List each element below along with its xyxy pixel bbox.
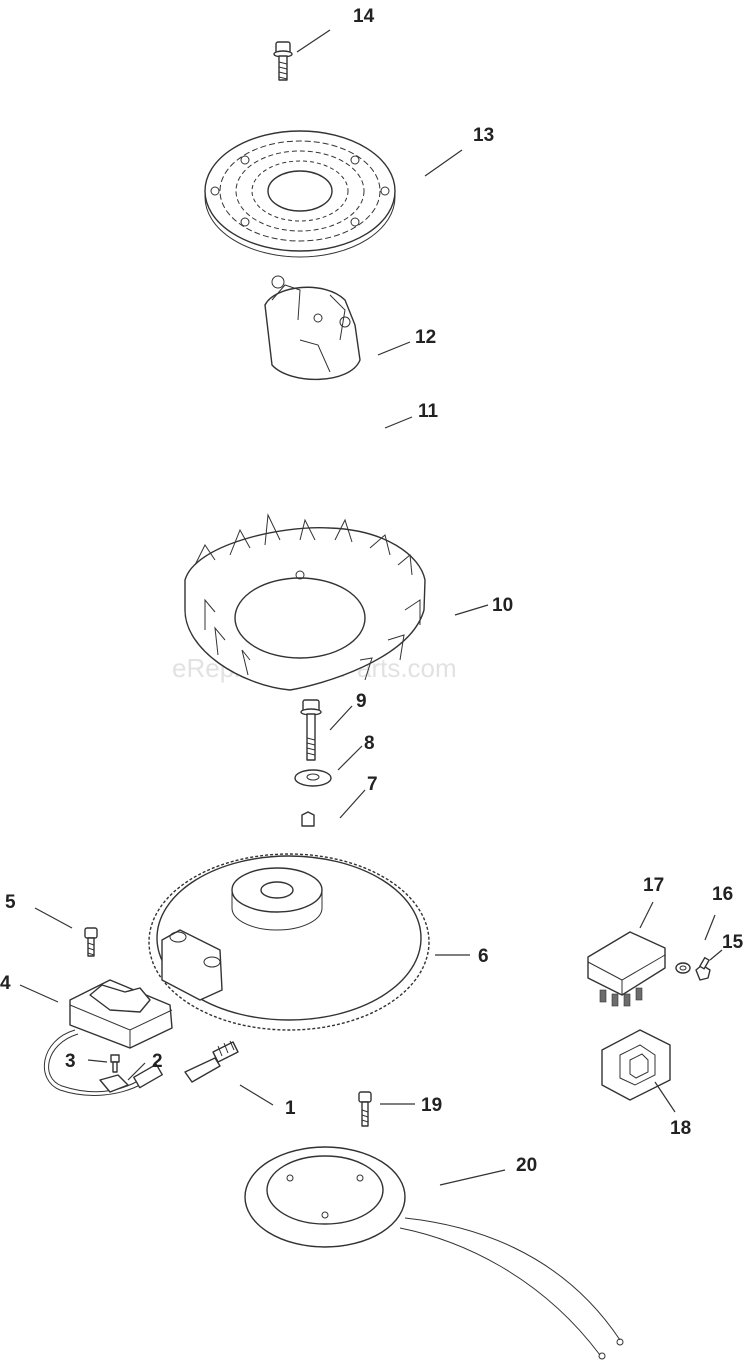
callout-12: 12	[415, 327, 436, 348]
part-5-screw	[84, 927, 98, 957]
part-10-fan	[184, 513, 426, 691]
part-16-washer	[675, 962, 691, 974]
callout-18: 18	[670, 1118, 691, 1139]
part-7-key	[301, 811, 315, 827]
part-20-stator	[244, 1146, 624, 1360]
part-18-gasket	[601, 1029, 671, 1101]
callout-13: 13	[473, 125, 494, 146]
part-17-rectifier	[587, 931, 666, 1007]
callout-19: 19	[421, 1095, 442, 1116]
callout-4: 4	[0, 973, 11, 994]
part-6-flywheel	[148, 853, 430, 1031]
callout-7: 7	[367, 774, 378, 795]
part-14-screw	[273, 41, 293, 81]
part-2-clip	[99, 1074, 129, 1093]
part-8-washer	[294, 769, 332, 787]
callout-2: 2	[152, 1051, 163, 1072]
callout-8: 8	[364, 733, 375, 754]
part-15-screw	[695, 956, 711, 981]
callout-5: 5	[5, 892, 16, 913]
callout-17: 17	[643, 875, 664, 896]
part-19-screw	[358, 1091, 372, 1127]
callout-3: 3	[65, 1051, 76, 1072]
callout-11: 11	[418, 401, 439, 422]
callout-14: 14	[353, 6, 375, 27]
part-1-spark-plug	[184, 1040, 239, 1083]
callout-20: 20	[516, 1155, 537, 1176]
part-9-bolt	[300, 699, 322, 761]
callout-1: 1	[285, 1098, 296, 1119]
callout-15: 15	[722, 932, 744, 953]
callout-6: 6	[478, 946, 489, 967]
callout-16: 16	[712, 884, 733, 905]
callout-9: 9	[356, 691, 367, 712]
part-4-ignition-module	[44, 979, 173, 1096]
callout-10: 10	[492, 595, 513, 616]
part-3-screw	[110, 1054, 120, 1073]
part-11-hub	[264, 275, 361, 381]
part-13-grille	[204, 130, 396, 258]
